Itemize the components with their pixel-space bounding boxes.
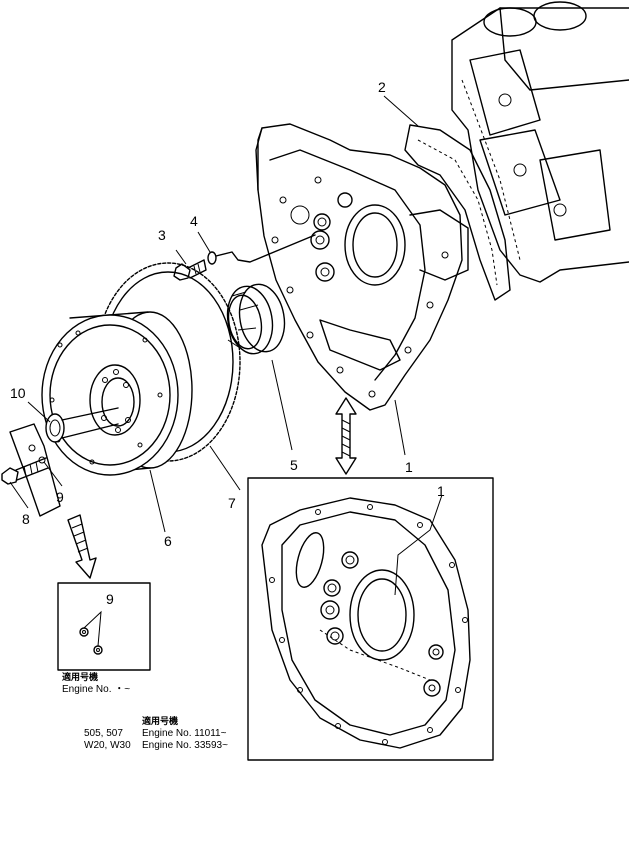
bottom-applicability-label: 適用号機 [142, 715, 178, 726]
callout-5: 5 [290, 457, 298, 473]
oil-seal [226, 283, 286, 355]
bolt-8 [1, 457, 49, 485]
callout-1: 1 [405, 459, 413, 475]
bolt-guide-line [215, 234, 316, 263]
pilot-bearing [45, 407, 119, 443]
flywheel-housing-upper [255, 123, 469, 411]
callout-8: 8 [22, 511, 30, 527]
double-arrow [335, 397, 357, 475]
engine-block [451, 1, 629, 283]
callout-9-inset: 9 [106, 591, 114, 607]
detail-box [247, 477, 494, 761]
leader-lines [9, 95, 443, 596]
view-arrow [67, 514, 97, 579]
callout-7: 7 [228, 495, 236, 511]
inset-applicability-label: 適用号機 [62, 671, 98, 682]
callout-3: 3 [158, 227, 166, 243]
row2-engine-number: Engine No. 33593~ [142, 740, 228, 751]
callout-6: 6 [164, 533, 172, 549]
callout-4: 4 [190, 213, 198, 229]
callout-1-detail: 1 [437, 483, 445, 499]
callout-9: 9 [56, 489, 64, 505]
lock-plate [9, 423, 61, 517]
row1-models: 505, 507 [84, 728, 123, 739]
callout-10: 10 [10, 385, 26, 401]
bolt-3 [173, 259, 207, 281]
callout-2: 2 [378, 79, 386, 95]
inset-box [57, 582, 151, 671]
row1-engine-number: Engine No. 11011~ [142, 728, 227, 739]
flywheel [41, 311, 193, 476]
row2-models: W20, W30 [84, 740, 131, 751]
inset-engine-number: Engine No. ・~ [62, 684, 130, 695]
gasket [404, 124, 511, 301]
washer-4 [207, 251, 217, 265]
